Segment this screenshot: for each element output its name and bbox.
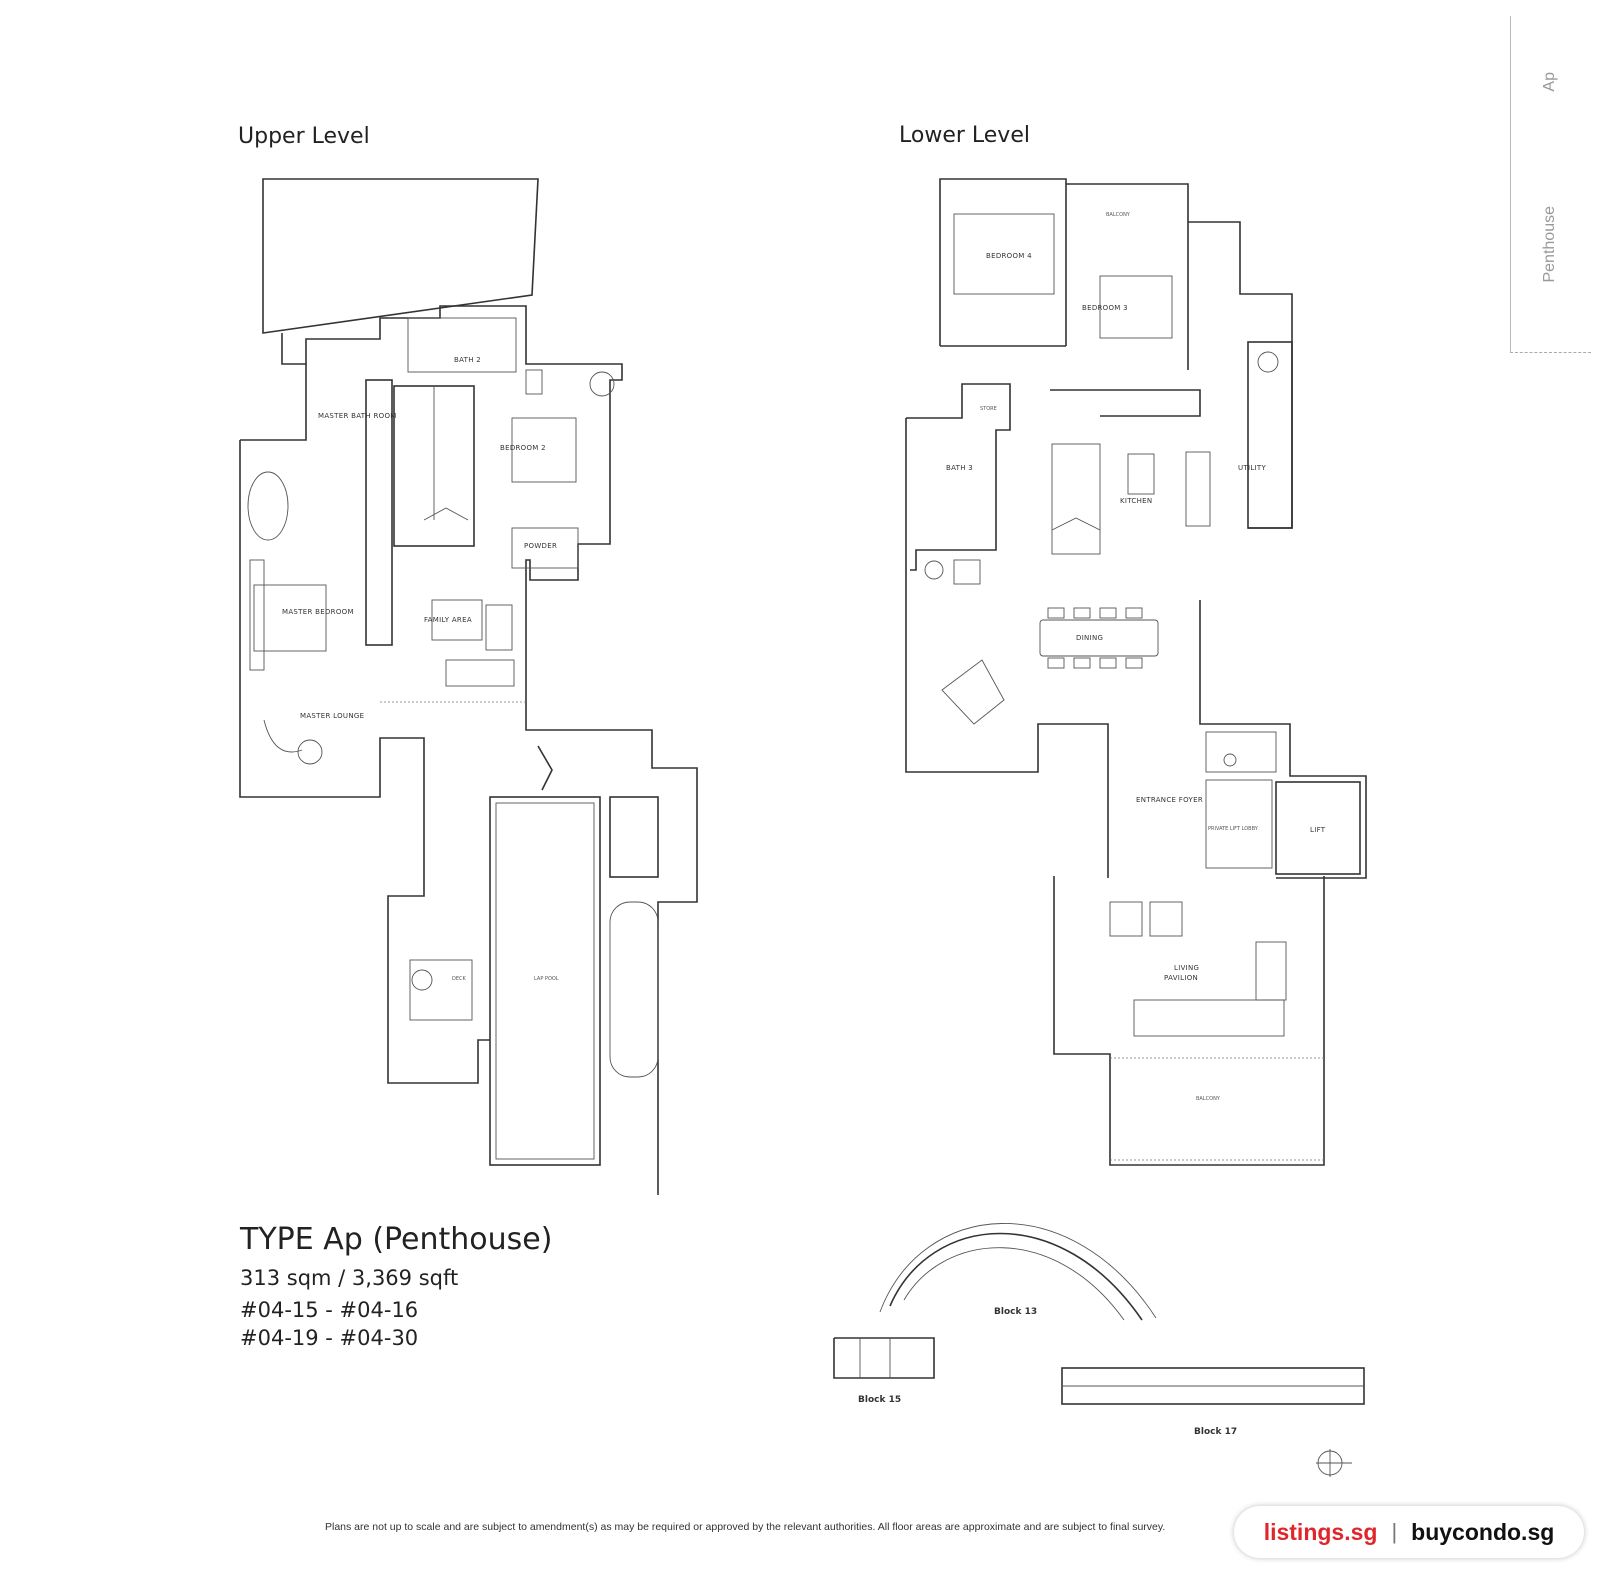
lower-bed3-box xyxy=(1066,183,1189,370)
lower-level-title: Lower Level xyxy=(899,123,1030,148)
unit-type-title: TYPE Ap (Penthouse) xyxy=(240,1222,553,1257)
key-block15-label: Block 15 xyxy=(858,1395,901,1405)
upper-level-plan: BATH 2 MASTER BATH ROOM BEDROOM 2 POWDER… xyxy=(239,178,698,1195)
lower-label-living-2: PAVILION xyxy=(1164,974,1198,982)
unit-area: 313 sqm / 3,369 sqft xyxy=(240,1266,459,1290)
upper-lap-pool xyxy=(489,796,601,1166)
upper-label-master-bath: MASTER BATH ROOM xyxy=(318,412,397,420)
lower-label-bedroom3: BEDROOM 3 xyxy=(1082,304,1128,312)
lower-lift-lobby xyxy=(1205,779,1273,869)
lower-corridor-top xyxy=(1050,389,1201,417)
lower-dining-table xyxy=(1039,619,1159,657)
lower-living-left xyxy=(905,418,1109,878)
upper-bath2 xyxy=(407,317,517,373)
lower-label-utility: UTILITY xyxy=(1238,464,1267,472)
lower-label-lift: LIFT xyxy=(1310,826,1326,834)
upper-planter xyxy=(609,796,659,878)
upper-label-powder: POWDER xyxy=(524,542,557,550)
lower-utility xyxy=(1247,341,1293,529)
key-block17-label: Block 17 xyxy=(1194,1427,1237,1437)
key-block13-arc xyxy=(889,1232,1143,1321)
lower-bed4 xyxy=(953,213,1055,295)
key-block15 xyxy=(833,1337,935,1379)
lower-label-living-1: LIVING xyxy=(1174,964,1199,972)
watermark-badge[interactable]: listings.sg | buycondo.sg xyxy=(1234,1506,1584,1558)
upper-label-master-bedroom: MASTER BEDROOM xyxy=(282,608,354,616)
upper-outline-a xyxy=(281,305,698,1195)
upper-powder xyxy=(511,527,579,569)
lower-label-bedroom4: BEDROOM 4 xyxy=(986,252,1032,260)
brand-separator: | xyxy=(1391,1519,1398,1544)
upper-label-family-area: FAMILY AREA xyxy=(424,616,472,624)
upper-label-master-lounge: MASTER LOUNGE xyxy=(300,712,364,720)
lower-store-2 xyxy=(1205,731,1277,773)
upper-wardrobe xyxy=(365,379,393,646)
key-block13-label: Block 13 xyxy=(994,1307,1037,1317)
upper-outline-c xyxy=(240,364,307,441)
lower-label-lift-lobby: PRIVATE LIFT LOBBY xyxy=(1208,826,1259,832)
upper-roof-block xyxy=(262,178,539,334)
brand-buycondo[interactable]: buycondo.sg xyxy=(1411,1518,1555,1545)
disclaimer-text: Plans are not up to scale and are subjec… xyxy=(325,1521,1166,1533)
lower-level-plan: BEDROOM 4 BALCONY BEDROOM 3 STORE BATH 3… xyxy=(905,178,1367,1166)
unit-numbers-2: #04-19 - #04-30 xyxy=(240,1326,419,1350)
lower-ac-ledge xyxy=(1188,221,1293,529)
upper-label-deck: DECK xyxy=(452,976,467,982)
key-plan: Block 13 Block 15 Block 17 xyxy=(833,1223,1365,1477)
upper-level-title: Upper Level xyxy=(238,124,370,149)
lower-sofa xyxy=(1133,999,1285,1037)
upper-bed2 xyxy=(511,417,577,483)
lower-living-pavilion xyxy=(1053,876,1325,1166)
upper-planter-2 xyxy=(609,901,659,1078)
upper-lap-pool-inner xyxy=(495,802,595,1160)
lower-label-kitchen: KITCHEN xyxy=(1120,497,1152,505)
upper-label-lap-pool: LAP POOL xyxy=(534,976,559,982)
lower-bed4-box xyxy=(939,178,1067,346)
lower-label-store: STORE xyxy=(980,406,997,412)
lower-label-dining: DINING xyxy=(1076,634,1103,642)
upper-master-bed xyxy=(253,584,327,652)
lower-bed3 xyxy=(1099,275,1173,339)
brand-listings[interactable]: listings.sg xyxy=(1263,1518,1378,1545)
lower-lift xyxy=(1275,781,1361,875)
unit-numbers-1: #04-15 - #04-16 xyxy=(240,1298,419,1322)
upper-label-bath2: BATH 2 xyxy=(454,356,481,364)
lower-bath3-box xyxy=(906,383,1011,571)
lower-label-bath3: BATH 3 xyxy=(946,464,973,472)
lower-label-balcony-bottom: BALCONY xyxy=(1196,1096,1221,1102)
upper-outline-b xyxy=(239,440,490,1084)
upper-bathtub xyxy=(247,471,289,541)
lower-fridge-area xyxy=(1051,443,1101,555)
upper-label-bedroom2: BEDROOM 2 xyxy=(500,444,546,452)
lower-label-balcony-top: BALCONY xyxy=(1106,212,1131,218)
lower-lift-shaft xyxy=(1199,600,1367,879)
lower-label-entrance-foyer: ENTRANCE FOYER xyxy=(1136,796,1203,804)
side-tab: Ap Penthouse xyxy=(1510,16,1591,353)
